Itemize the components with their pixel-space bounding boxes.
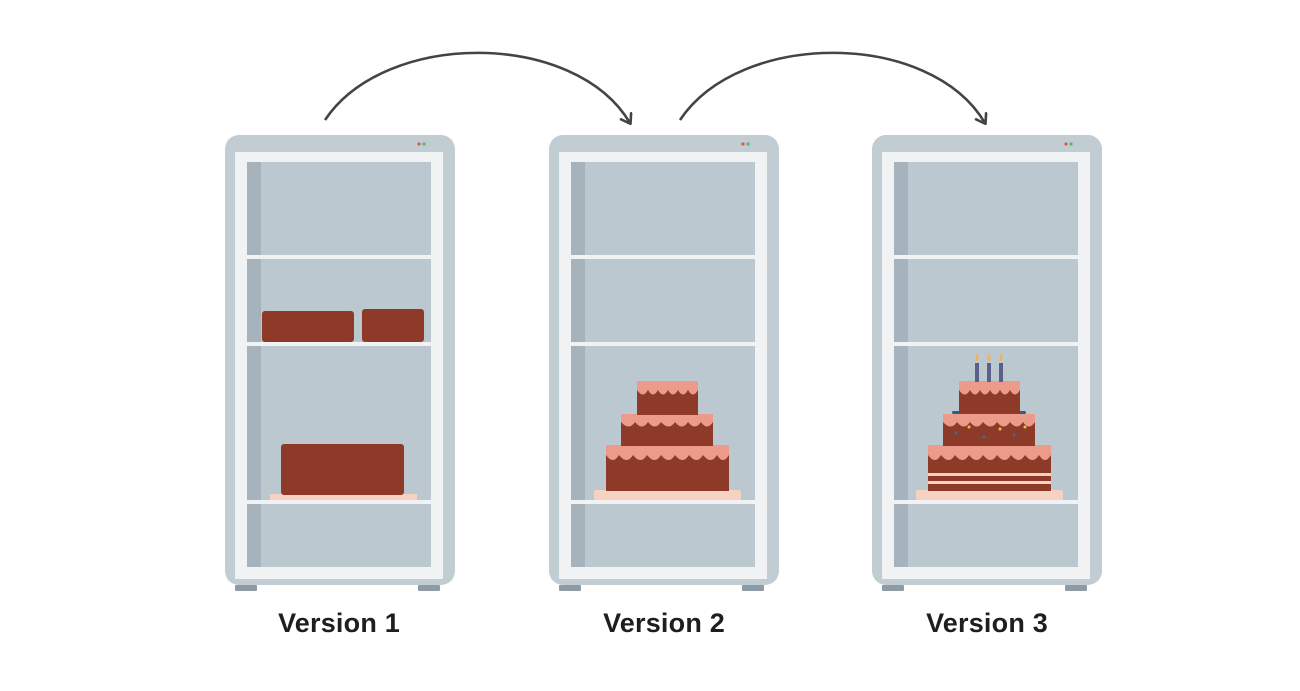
fridge-version-1 [225,135,455,591]
cake-blocks [262,309,424,500]
tiered-cake-with-candles [916,353,1063,500]
candles [975,353,1003,382]
fridge-version-3 [872,135,1102,591]
tiered-cake [594,381,741,500]
version-1-label: Version 1 [278,608,400,638]
arrow-v2-to-v3 [678,51,985,123]
fridge-version-2 [549,135,779,591]
version-3-label: Version 3 [926,608,1048,638]
arrow-v1-to-v2 [323,51,630,123]
version-2-label: Version 2 [603,608,725,638]
